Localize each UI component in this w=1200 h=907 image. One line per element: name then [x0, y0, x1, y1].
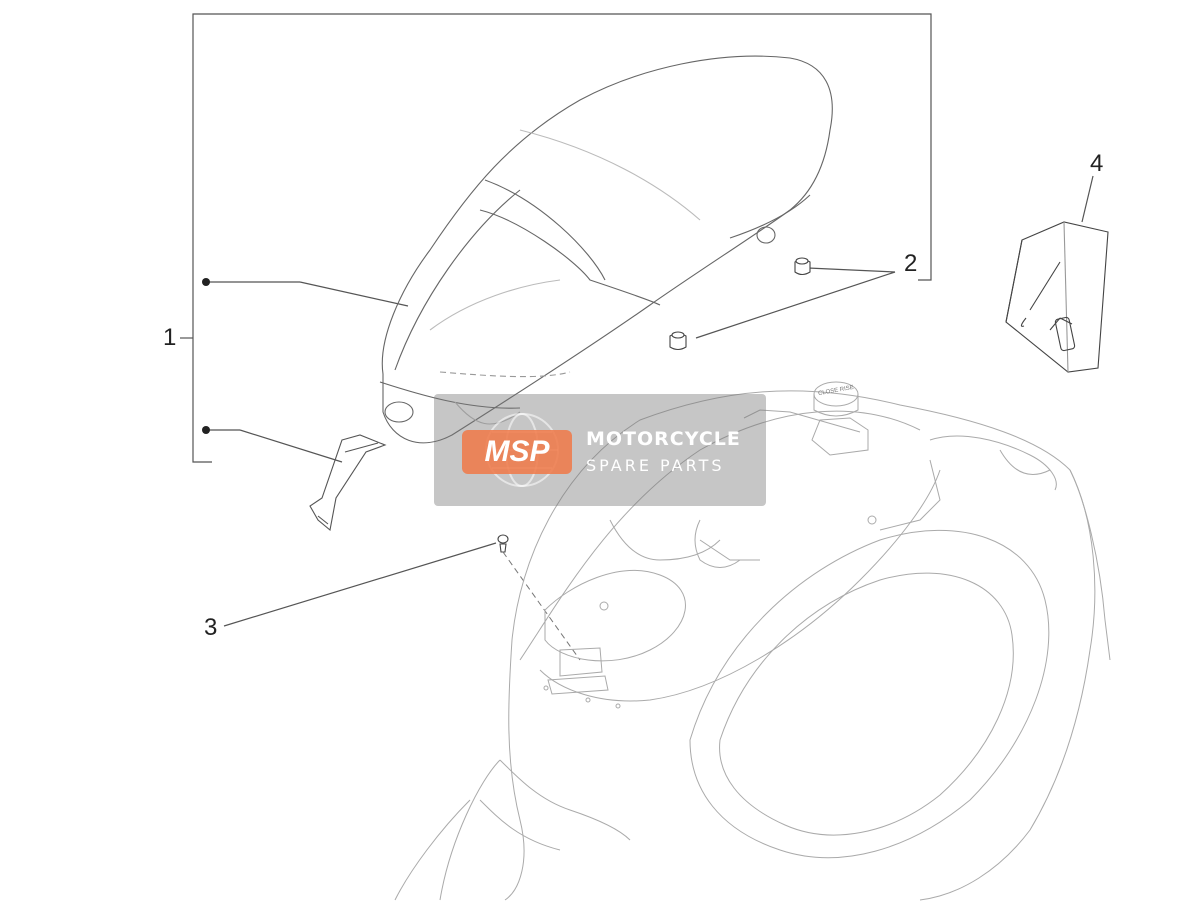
watermark-logo: MSP	[462, 430, 572, 474]
watermark-title: MOTORCYCLE	[586, 428, 741, 450]
leader-2b	[695, 271, 896, 339]
watermark-subtitle: SPARE PARTS	[586, 456, 725, 475]
leader-3	[223, 542, 497, 627]
callout-2: 2	[904, 250, 918, 277]
leader-dot-1b	[202, 426, 210, 434]
scooter-body-drawing	[394, 381, 1111, 901]
screw-drawing	[497, 534, 509, 553]
callout-3: 3	[204, 614, 218, 641]
leader-1a-diag	[299, 281, 409, 307]
leader-dot-1a	[202, 278, 210, 286]
leader-2a	[807, 267, 896, 273]
leader-1b-diag	[239, 429, 343, 463]
screw-axis	[502, 551, 581, 661]
leader-4	[1081, 175, 1094, 223]
toolkit-drawing	[1005, 221, 1109, 373]
seat-lock-drawing	[309, 434, 387, 532]
callout-4: 4	[1090, 150, 1104, 177]
seat-drawing	[379, 55, 833, 444]
watermark: MSP MOTORCYCLE SPARE PARTS	[434, 394, 766, 506]
callout-1: 1	[163, 324, 177, 351]
group-bracket	[192, 13, 932, 463]
buffer-drawings	[669, 257, 811, 351]
